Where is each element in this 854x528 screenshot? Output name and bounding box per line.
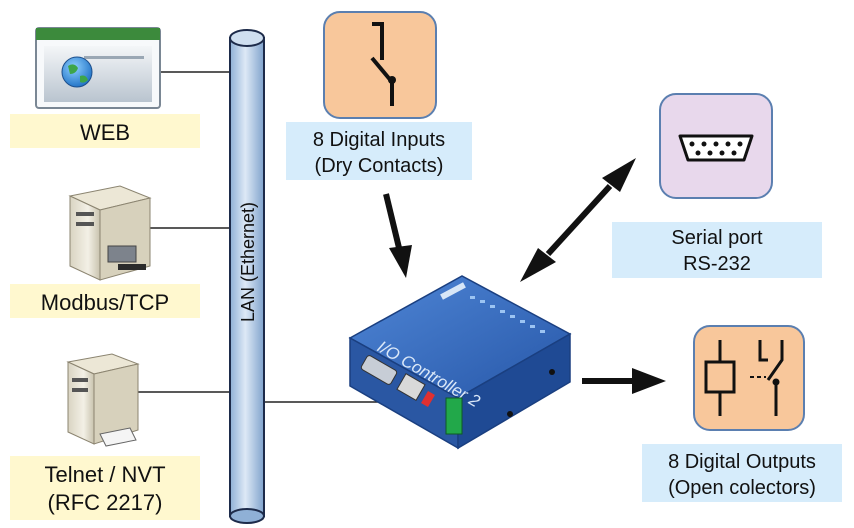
- web-client: WEB: [10, 27, 200, 148]
- serial-label-line1: Serial port: [671, 227, 763, 249]
- inputs-label-box: [286, 122, 472, 180]
- outputs-label-line1: 8 Digital Outputs: [668, 451, 816, 473]
- inputs-label-line2: (Dry Contacts): [315, 155, 444, 177]
- switch-contact-icon: [323, 11, 437, 119]
- serial-bidirectional-arrow: [520, 158, 636, 282]
- arrows: [383, 158, 666, 394]
- telnet-label-line1: Telnet / NVT: [44, 462, 165, 487]
- outputs-label-box: [642, 444, 842, 502]
- outputs-label-line2: (Open colectors): [668, 477, 816, 499]
- db9-port: [360, 355, 398, 385]
- dip-switch: [421, 390, 435, 408]
- web-browser-window-icon: [35, 27, 161, 109]
- web-label-box: [10, 114, 200, 148]
- digital-inputs: 8 Digital Inputs (Dry Contacts): [286, 11, 472, 180]
- ethernet-port: [396, 373, 426, 401]
- modbus-label-box: [10, 284, 200, 318]
- serial-label-line2: RS-232: [683, 253, 751, 275]
- telnet-label-box: [10, 456, 200, 520]
- digital-outputs: 8 Digital Outputs (Open colectors): [642, 325, 842, 502]
- telnet-client: Telnet / NVT (RFC 2217): [10, 353, 200, 520]
- server-tower-icon: [68, 185, 152, 281]
- outputs-arrow: [582, 368, 666, 394]
- web-label: WEB: [80, 120, 130, 145]
- lan-label: LAN (Ethernet): [238, 202, 258, 322]
- modbus-label: Modbus/TCP: [41, 290, 169, 315]
- modbus-client: Modbus/TCP: [10, 185, 200, 318]
- telnet-label-line2: (RFC 2217): [48, 490, 163, 515]
- db9-connector-icon: [659, 93, 773, 199]
- serial-port: Serial port RS-232: [612, 93, 822, 278]
- server-tower-icon: [66, 353, 140, 447]
- inputs-label-line1: 8 Digital Inputs: [313, 129, 445, 151]
- inputs-arrow: [383, 193, 412, 278]
- io-controller-device: I/O Controller 2: [348, 275, 572, 450]
- serial-label-box: [612, 222, 822, 278]
- lan-pipe: LAN (Ethernet): [229, 29, 265, 524]
- relay-icon: [693, 325, 805, 431]
- terminal-block: [445, 397, 463, 435]
- device-led-strip: [470, 296, 545, 333]
